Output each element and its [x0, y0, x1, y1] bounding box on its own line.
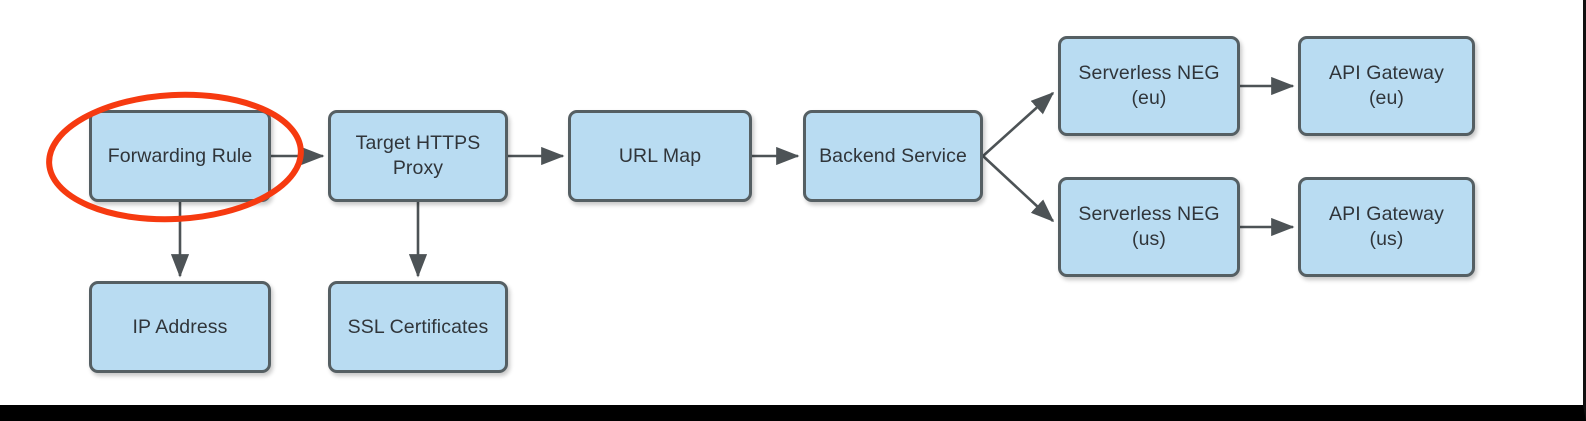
node-serverless-neg-us[interactable]: Serverless NEG (us): [1058, 177, 1240, 277]
node-backend-service[interactable]: Backend Service: [803, 110, 983, 202]
node-forwarding-rule[interactable]: Forwarding Rule: [89, 110, 271, 202]
node-target-https-proxy[interactable]: Target HTTPS Proxy: [328, 110, 508, 202]
node-url-map[interactable]: URL Map: [568, 110, 752, 202]
node-ip-address[interactable]: IP Address: [89, 281, 271, 373]
edge-backend-service-to-serverless-neg-eu: [982, 91, 1055, 157]
node-api-gateway-eu[interactable]: API Gateway (eu): [1298, 36, 1475, 136]
edge-backend-service-to-serverless-neg-us: [982, 155, 1055, 223]
node-ssl-certificates[interactable]: SSL Certificates: [328, 281, 508, 373]
node-serverless-neg-eu[interactable]: Serverless NEG (eu): [1058, 36, 1240, 136]
node-api-gateway-us[interactable]: API Gateway (us): [1298, 177, 1475, 277]
